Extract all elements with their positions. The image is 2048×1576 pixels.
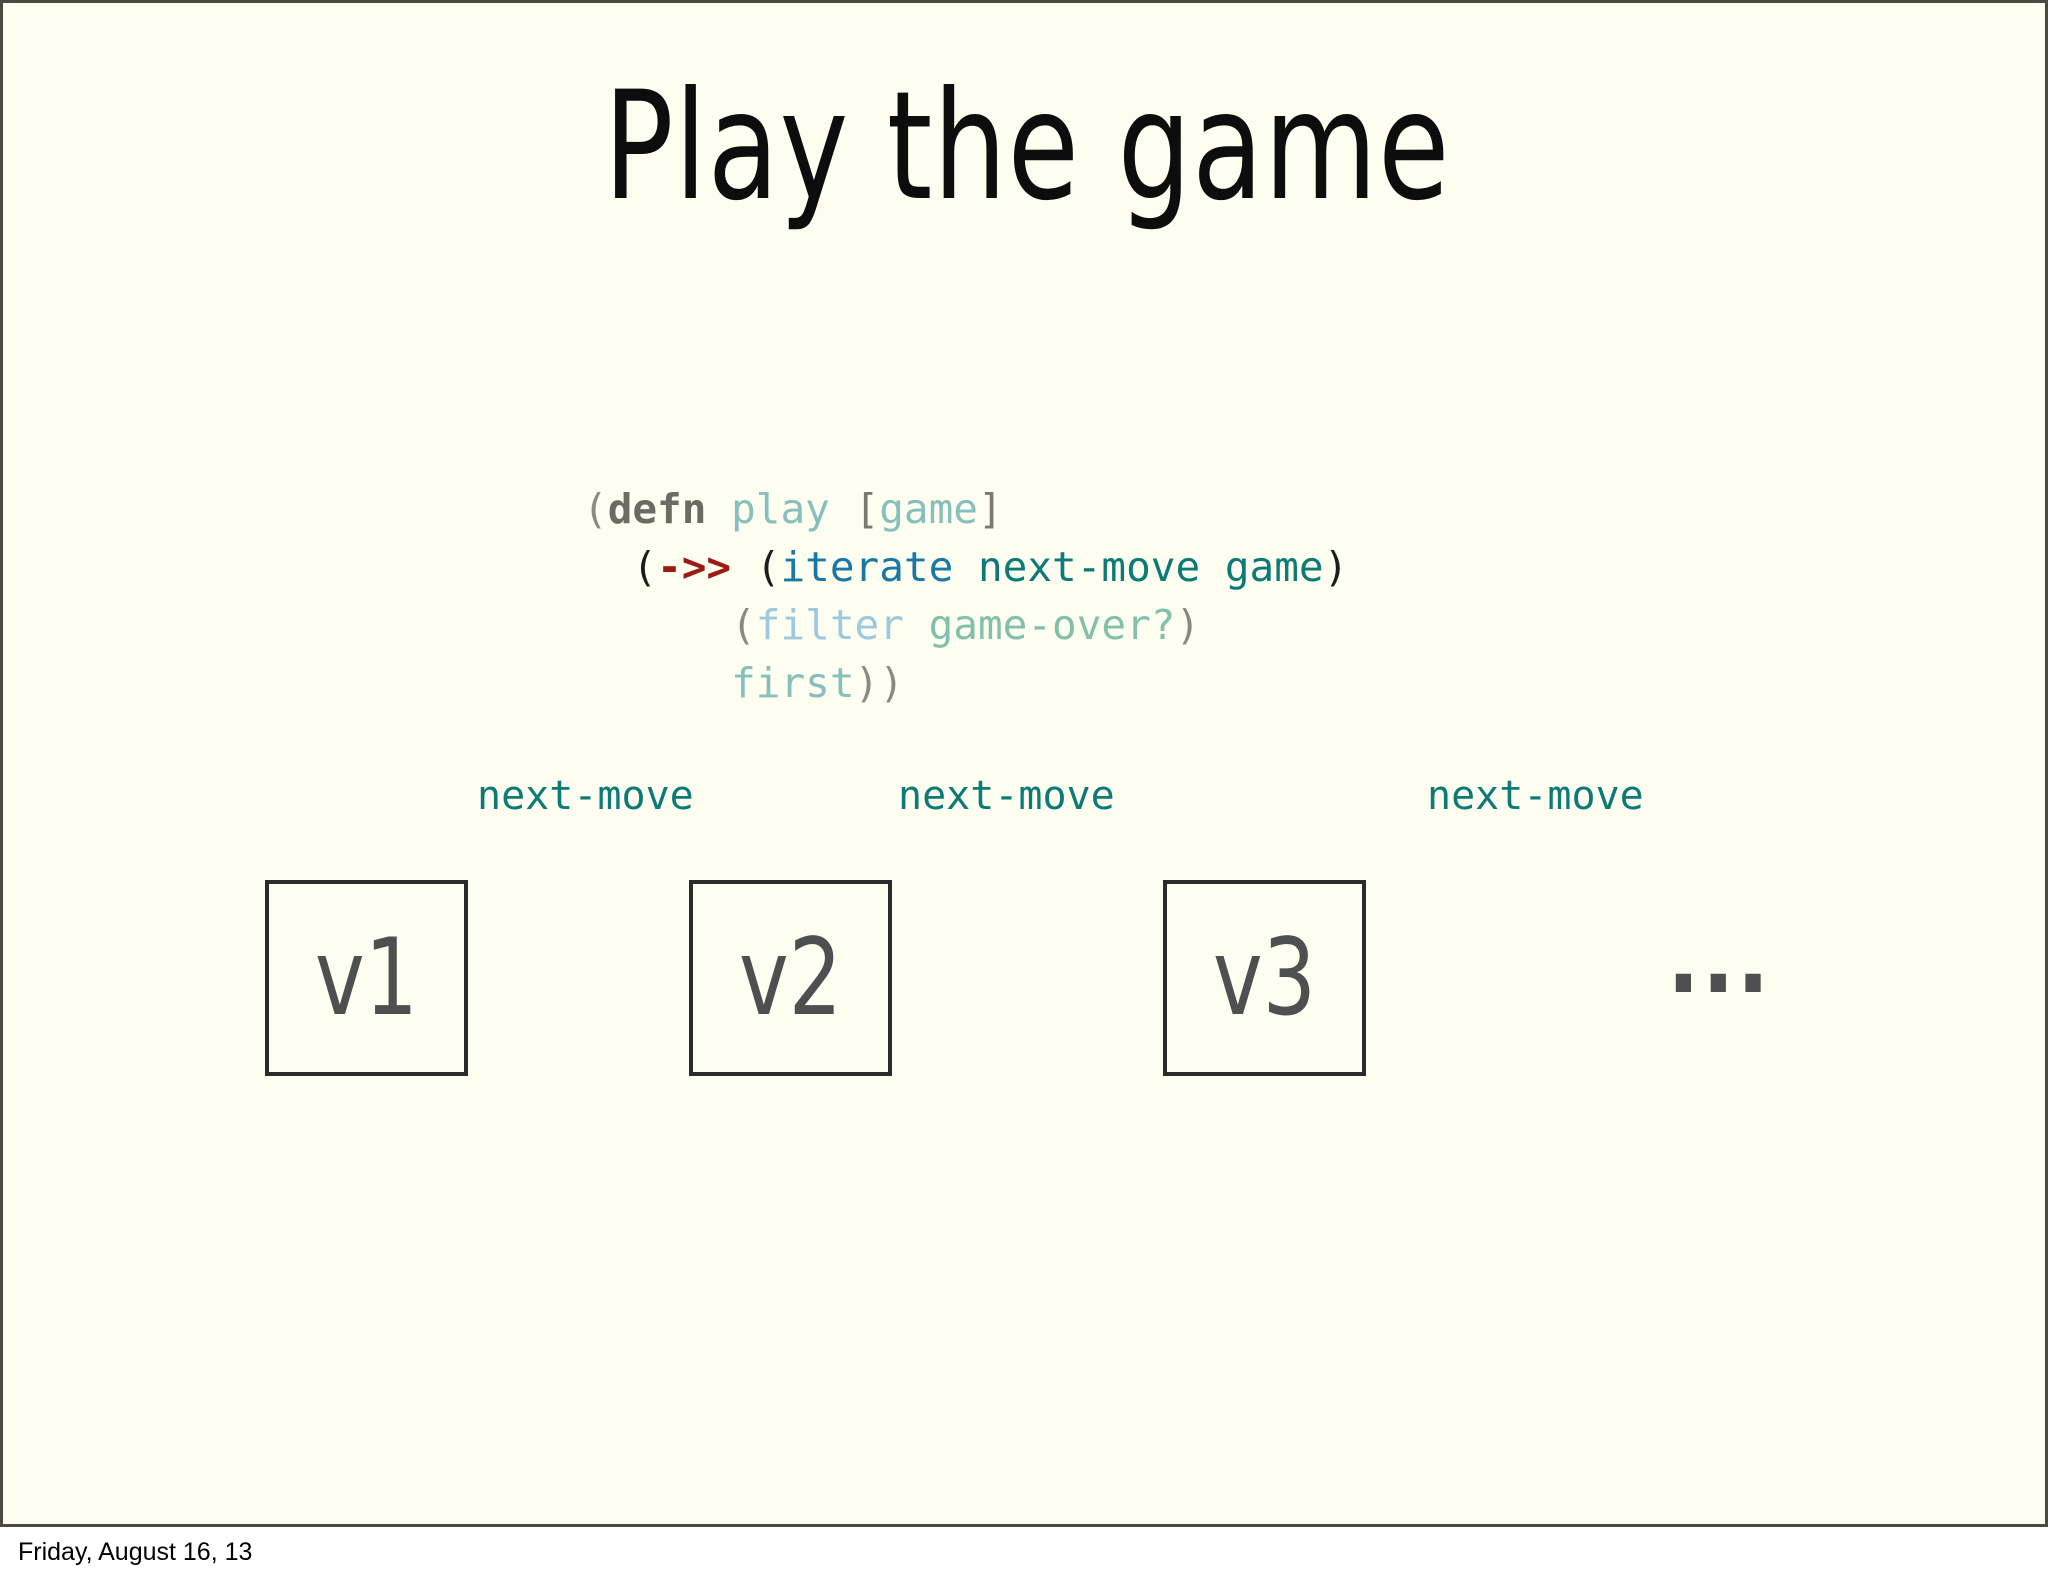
code-token: ( (583, 485, 608, 533)
code-line: (->> (iterate next-move game) (583, 538, 1348, 596)
code-token: game (879, 485, 978, 533)
code-token: game-over? (928, 601, 1176, 649)
code-token: game (1224, 543, 1324, 591)
state-box-v3: v3 (1163, 880, 1366, 1076)
code-token: )) (854, 659, 904, 707)
code-token (1200, 543, 1225, 591)
code-token (904, 601, 929, 649)
slide-canvas: Play the game (defn play [game] (->> (it… (0, 0, 2048, 1527)
code-token: iterate (780, 543, 954, 591)
code-token (953, 543, 978, 591)
code-token: ( (755, 543, 781, 591)
transition-label-3: next-move (1427, 773, 1644, 819)
state-box-v1: v1 (265, 880, 468, 1076)
code-token: next-move (977, 543, 1201, 591)
state-box-label: v3 (1212, 916, 1317, 1039)
ellipsis-indicator: ... (1667, 903, 1772, 1015)
code-block: (defn play [game] (->> (iterate next-mov… (583, 480, 1348, 712)
code-line: (filter game-over?) (583, 596, 1348, 654)
code-token: filter (755, 601, 904, 649)
code-token: play (731, 485, 830, 533)
transition-label-2: next-move (898, 773, 1115, 819)
code-token: ( (731, 601, 756, 649)
code-token: ->> (657, 543, 732, 591)
code-indent (583, 543, 632, 591)
code-indent (583, 659, 731, 707)
code-token: ( (632, 543, 658, 591)
state-box-label: v2 (738, 916, 843, 1039)
footer-date: Friday, August 16, 13 (18, 1538, 253, 1566)
code-token (830, 485, 855, 533)
code-token: defn (607, 485, 707, 533)
code-token (706, 485, 731, 533)
state-box-v2: v2 (689, 880, 892, 1076)
code-token: first (731, 659, 855, 707)
code-token: [ (854, 485, 880, 533)
code-token: ) (1175, 601, 1201, 649)
state-box-label: v1 (314, 916, 419, 1039)
code-token: ] (978, 485, 1003, 533)
transition-label-1: next-move (477, 773, 694, 819)
code-indent (583, 601, 731, 649)
code-line: (defn play [game] (583, 480, 1348, 538)
code-token (731, 543, 756, 591)
page-title: Play the game (603, 60, 1451, 234)
code-token: ) (1323, 543, 1349, 591)
code-line: first)) (583, 654, 1348, 712)
